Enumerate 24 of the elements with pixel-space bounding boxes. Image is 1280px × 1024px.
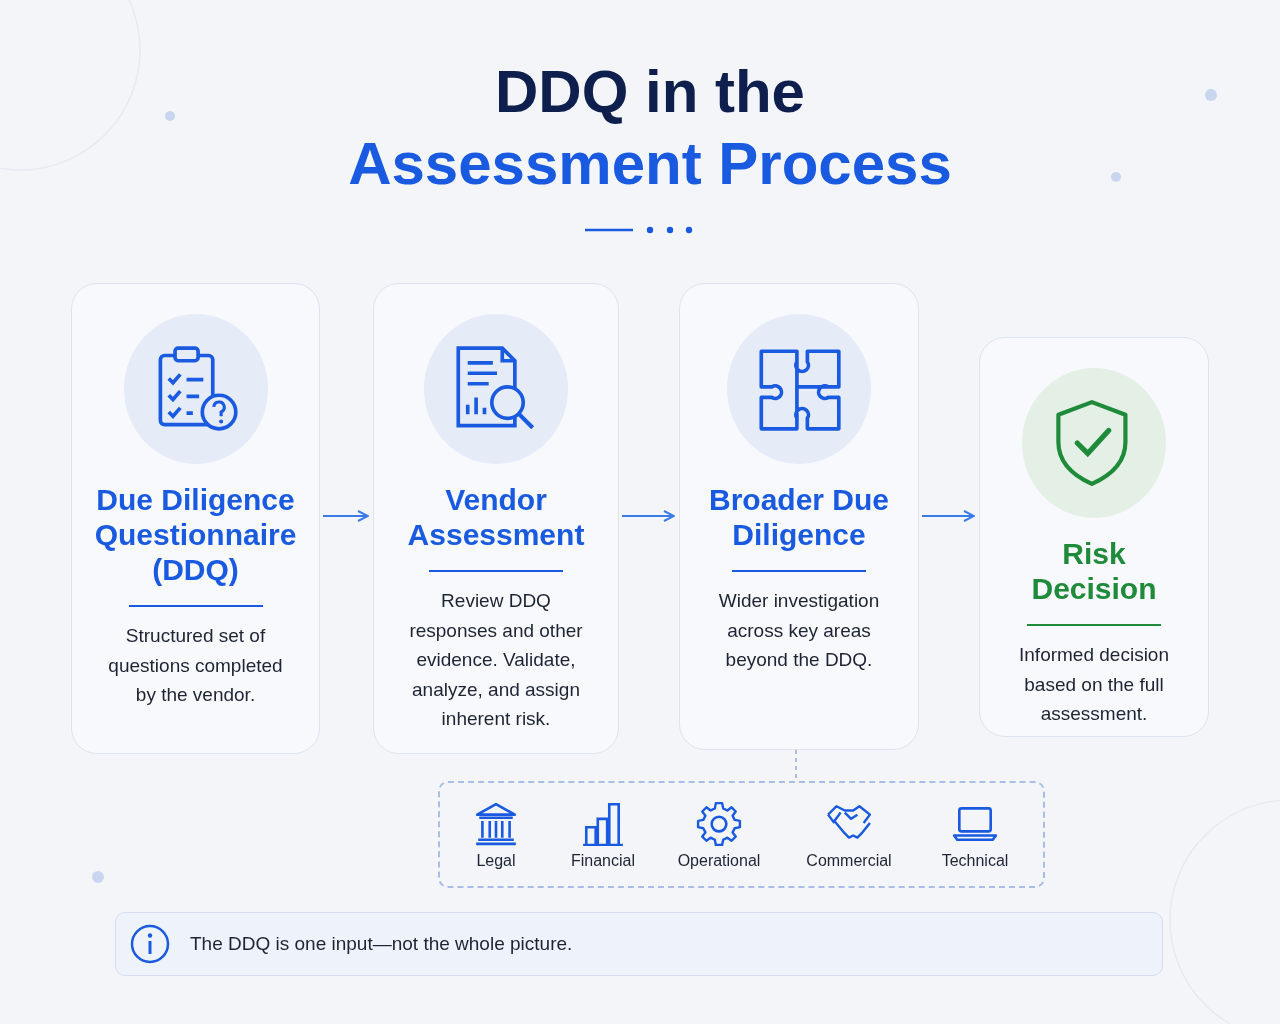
area-label: Operational xyxy=(677,852,761,870)
note-bar xyxy=(115,912,1163,976)
area-label: Commercial xyxy=(806,852,892,870)
step-card xyxy=(679,283,919,750)
arrow xyxy=(621,510,675,522)
area-label: Technical xyxy=(941,852,1009,870)
card-description: Review DDQ responses and other evidence. Validate, analyze, and assign inherent risk. xyxy=(408,589,584,731)
card-heading: Vendor Assessment xyxy=(406,482,586,552)
card-heading: Due Diligence Questionnaire (DDQ) xyxy=(93,482,298,587)
step-card xyxy=(979,337,1209,737)
step-card xyxy=(71,283,320,754)
card-description: Wider investigation across key areas beyond the DDQ. xyxy=(717,589,881,672)
arrow xyxy=(322,510,369,522)
note-text: The DDQ is one input—not the whole picture. xyxy=(190,933,573,955)
card-description: Informed decision based on the full assessment. xyxy=(1018,643,1170,726)
area-label: Legal xyxy=(476,852,516,870)
arrow xyxy=(921,510,975,522)
step-card xyxy=(373,283,619,754)
card-heading: Broader Due Diligence xyxy=(707,482,890,552)
dashed-group-box xyxy=(438,781,1045,888)
card-description: Structured set of questions completed by the vendor. xyxy=(107,624,284,707)
area-label: Financial xyxy=(571,852,635,870)
diagram-title: DDQ in the Assessment Process xyxy=(347,57,953,199)
card-heading: Risk Decision xyxy=(1030,536,1158,606)
